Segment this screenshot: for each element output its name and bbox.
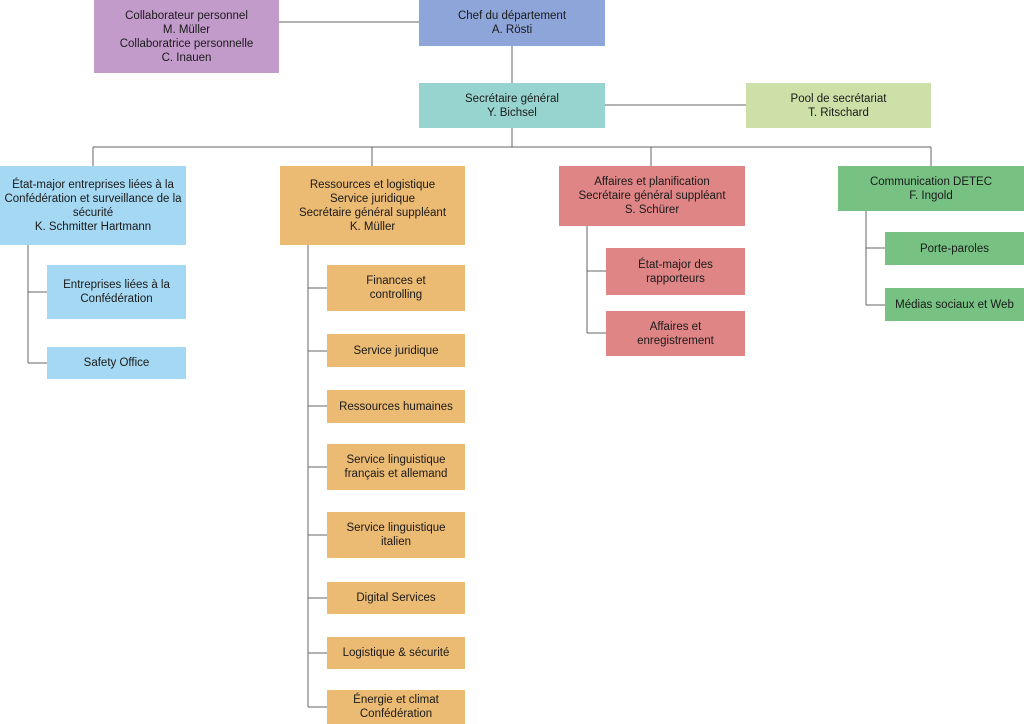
box-text-line: Ressources et logistique [309,178,436,191]
box-text-line: Confédération [80,293,153,305]
department-head-box: Chef du département A. Rösti [419,0,605,46]
box-text-line: Ressources humaines [339,400,453,413]
unit-social-media-web-box: Médias sociaux et Web [885,288,1024,321]
box-text-line: État-major des [638,258,713,271]
unit-affairs-registration-box: Affaires et enregistrement [606,311,745,356]
box-text-line: Médias sociaux et Web [895,298,1014,311]
box-text-line: français et allemand [344,468,448,480]
box-text-line: Confédération et surveillance de la [4,192,182,205]
box-text-line: C. Inauen [161,51,212,64]
box-text-line: Pool de secrétariat [790,92,887,105]
unit-federal-companies-box: Entreprises liées à la Confédération [47,265,186,319]
box-text-line: Collaboratrice personnelle [119,37,254,50]
unit-language-it-box: Service linguistique italien [327,512,465,558]
box-text-line: Énergie et climat [353,694,439,706]
box-text-line: Safety Office [83,357,150,369]
unit-finance-controlling-box: Finances et controlling [327,265,465,311]
box-text-line: K. Schmitter Hartmann [34,220,152,233]
box-text-line: A. Rösti [491,24,533,36]
box-text-line: Communication DETEC [869,175,993,188]
box-text-line: italien [380,536,412,548]
division-resources-logistics-box: Ressources et logistique Service juridiq… [280,166,465,245]
box-text-line: T. Ritschard [808,106,869,119]
unit-rapporteurs-staff-box: État-major des rapporteurs [606,248,745,295]
box-text-line: Y. Bichsel [487,106,537,119]
box-text-line: Finances et [366,275,426,287]
unit-legal-service-box: Service juridique [327,334,465,367]
box-text-line: Confédération [359,708,433,720]
box-text-line: État-major entreprises liées à la [12,178,174,191]
unit-energy-climate-box: Énergie et climat Confédération [327,690,465,724]
box-text-line: Entreprises liées à la [63,279,170,291]
box-text-line: Logistique & sécurité [342,647,450,659]
box-text-line: Secrétaire général [465,92,559,105]
unit-logistics-security-box: Logistique & sécurité [327,637,465,669]
box-text-line: K. Müller [349,220,396,233]
unit-digital-services-box: Digital Services [327,582,465,614]
box-text-line: Service juridique [353,344,439,357]
unit-human-resources-box: Ressources humaines [327,390,465,423]
box-text-line: Affaires et enregistrement [637,320,714,347]
box-text-line: rapporteurs [646,272,705,285]
box-text-line: controlling [369,289,423,301]
box-text-line: Secrétaire général suppléant [578,190,726,202]
secretariat-pool-box: Pool de secrétariat T. Ritschard [746,83,931,128]
division-security-oversight-box: État-major entreprises liées à la Conféd… [0,166,186,245]
division-communication-box: Communication DETEC F. Ingold [838,166,1024,211]
division-affairs-planning-box: Affaires et planification Secrétaire gén… [559,166,745,226]
box-text-line: Collaborateur personnel [125,9,248,22]
unit-safety-office-box: Safety Office [47,347,186,379]
box-text-line: Affaires et planification [594,176,710,188]
secretary-general-box: Secrétaire général Y. Bichsel [419,83,605,128]
box-text-line: Service linguistique [346,454,446,466]
unit-spokespersons-box: Porte-paroles [885,232,1024,265]
box-text-line: M. Müller [162,23,211,36]
box-text-line: Chef du département [457,10,567,22]
box-text-line: Service linguistique [346,522,446,534]
box-text-line: Secrétaire général suppléant [298,206,447,219]
box-text-line: Porte-paroles [919,242,990,255]
box-text-line: S. Schürer [624,204,680,216]
box-text-line: Service juridique [329,192,415,205]
box-text-line: F. Ingold [909,189,953,202]
box-text-line: Digital Services [356,592,436,604]
box-text-line: sécurité [72,206,114,219]
unit-language-fr-de-box: Service linguistique français et alleman… [327,444,465,490]
personal-staff-box: Collaborateur personnel M. Müller Collab… [94,0,279,73]
